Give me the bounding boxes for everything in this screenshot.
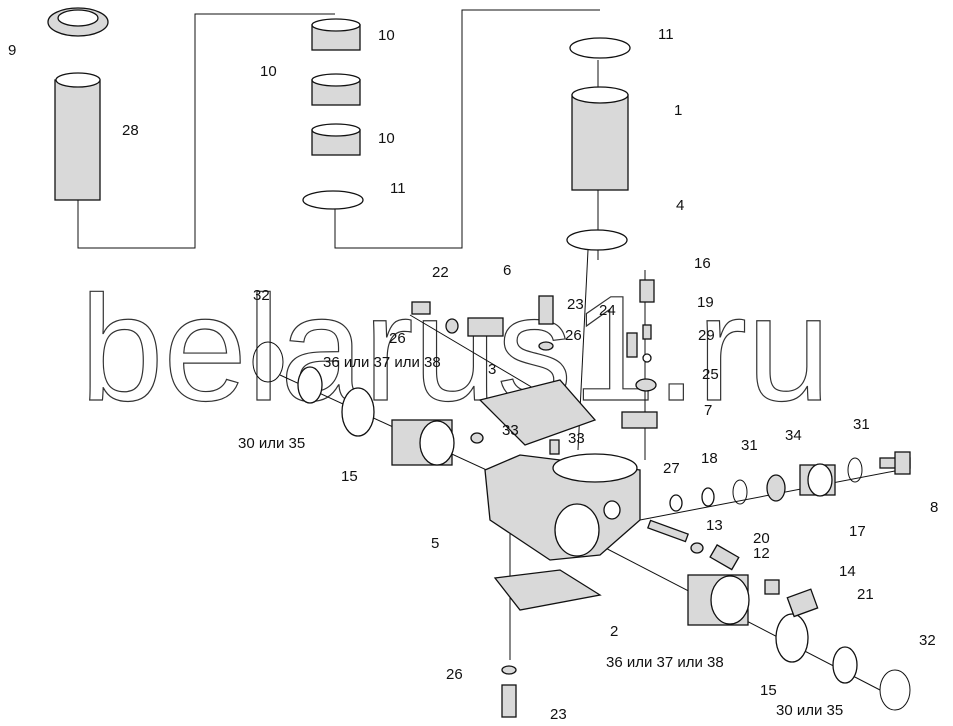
callout-label: 5: [431, 535, 439, 552]
callout-label: 6: [503, 262, 511, 279]
part-circlip-31: [732, 479, 748, 505]
callout-labels: 9 28 10 10 10 11 11 1 4 22 6 23 26 26 24…: [8, 26, 938, 723]
part-cap-21: [786, 588, 819, 618]
callout-label: 17: [849, 523, 866, 540]
part-pin-28: [54, 72, 101, 201]
callout-label: 26: [565, 327, 582, 344]
callout-label: 36 или 37 или 38: [606, 654, 724, 671]
callout-label: 3: [488, 361, 496, 378]
watermark: belarus1.ru: [80, 264, 830, 432]
callout-label: 19: [697, 294, 714, 311]
part-bushing-36: [687, 574, 750, 626]
part-ring-18: [701, 487, 715, 507]
part-bushing-36: [391, 419, 455, 466]
callout-label: 1: [674, 102, 682, 119]
callout-label: 33: [568, 430, 585, 447]
callout-label: 8: [930, 499, 938, 516]
callout-label: 32: [919, 632, 936, 649]
part-seal-15: [341, 387, 375, 437]
part-ring-11: [569, 37, 631, 59]
callout-label: 26: [446, 666, 463, 683]
part-ring-30: [832, 646, 858, 684]
part-bolt-23: [538, 295, 554, 325]
callout-label: 21: [857, 586, 874, 603]
callout-label: 28: [122, 122, 139, 139]
part-fitting-33: [549, 439, 560, 455]
callout-label: 20: [753, 530, 770, 547]
callout-label: 36 или 37 или 38: [323, 354, 441, 371]
part-plate-2: [493, 569, 602, 611]
callout-label: 10: [378, 27, 395, 44]
callout-label: 22: [432, 264, 449, 281]
part-bushing-10: [311, 123, 361, 156]
part-fitting-12: [709, 544, 740, 571]
callout-label: 30 или 35: [238, 435, 305, 452]
callout-label: 15: [341, 468, 358, 485]
part-screw-24: [626, 332, 638, 358]
part-block-7: [621, 411, 658, 429]
callout-label: 27: [663, 460, 680, 477]
callout-label: 13: [706, 517, 723, 534]
part-pin-13: [647, 519, 689, 543]
part-bushing-10: [311, 18, 361, 51]
part-bearing-34: [766, 474, 786, 502]
part-seal-15: [775, 613, 809, 663]
callout-label: 34: [785, 427, 802, 444]
callout-label: 33: [502, 422, 519, 439]
callout-label: 23: [567, 296, 584, 313]
callout-label: 10: [260, 63, 277, 80]
part-bushing-17: [799, 463, 836, 497]
part-nut-25: [635, 378, 657, 392]
part-bracket-3: [478, 379, 597, 446]
callout-label: 11: [658, 26, 674, 43]
part-fitting-33: [470, 432, 484, 444]
part-washer-27: [669, 494, 683, 512]
callout-label: 29: [698, 327, 715, 344]
callout-label: 2: [610, 623, 618, 640]
part-bolt-8: [879, 451, 911, 475]
part-ring-30: [297, 366, 323, 404]
callout-label: 10: [378, 130, 395, 147]
part-washer-26: [445, 318, 459, 334]
callout-label: 18: [701, 450, 718, 467]
callout-label: 14: [839, 563, 856, 580]
callout-label: 7: [704, 402, 712, 419]
callout-label: 23: [550, 706, 567, 723]
part-sleeve-1: [571, 86, 629, 191]
callout-label: 30 или 35: [776, 702, 843, 719]
part-spring-19: [642, 324, 652, 340]
callout-label: 31: [853, 416, 870, 433]
part-bushing-10: [311, 73, 361, 106]
callout-label: 9: [8, 42, 16, 59]
callout-label: 31: [741, 437, 758, 454]
part-circlip-31: [847, 457, 863, 483]
part-washer-26: [501, 665, 517, 675]
part-ring-11: [302, 190, 364, 210]
part-tab-14: [764, 579, 780, 595]
callout-label: 15: [760, 682, 777, 699]
callout-label: 11: [390, 180, 406, 197]
part-plug-16: [639, 279, 655, 303]
callout-label: 24: [599, 302, 616, 319]
part-nut-9: [47, 7, 109, 37]
part-housing-5: [484, 453, 641, 561]
part-bracket-6: [467, 317, 504, 337]
part-ring-4: [566, 229, 628, 251]
part-bolt-22: [411, 301, 431, 315]
part-bolt-23: [501, 684, 517, 718]
callout-label: 32: [253, 287, 270, 304]
part-washer-26: [538, 341, 554, 351]
callout-label: 12: [753, 545, 770, 562]
callout-label: 4: [676, 197, 684, 214]
callout-label: 26: [389, 330, 406, 347]
part-circlip-32: [252, 341, 284, 383]
part-ball-29: [642, 353, 652, 363]
part-spring-20: [690, 542, 704, 554]
callout-label: 16: [694, 255, 711, 272]
part-circlip-32: [879, 669, 911, 711]
callout-label: 25: [702, 366, 719, 383]
